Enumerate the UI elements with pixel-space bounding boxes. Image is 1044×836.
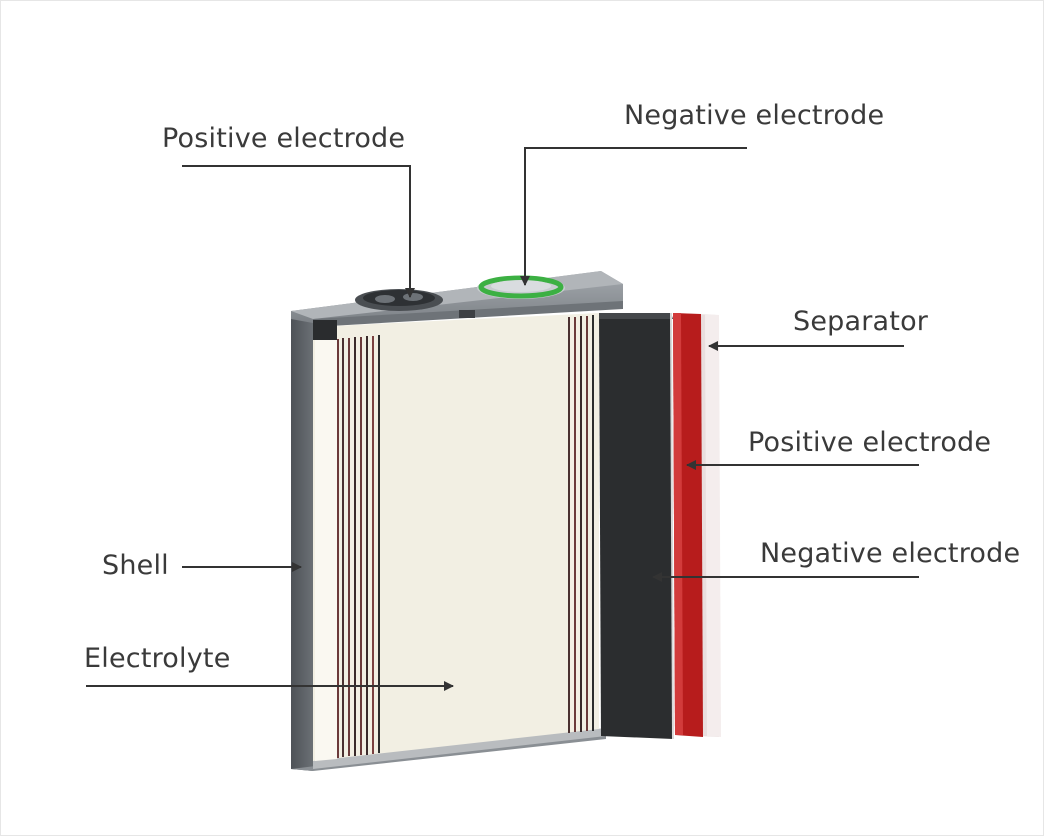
label-negative-electrode-right: Negative electrode <box>760 538 1021 569</box>
negative-electrode-sheet <box>599 312 674 740</box>
positive-terminal <box>355 289 443 311</box>
leader-lines <box>86 147 919 691</box>
right-electrode-stack <box>568 315 594 733</box>
label-electrolyte: Electrolyte <box>84 643 231 674</box>
positive-electrode-sheet <box>673 313 703 737</box>
label-shell: Shell <box>102 550 169 581</box>
leader-negative-top <box>520 147 747 286</box>
leader-positive-top <box>182 165 415 298</box>
label-negative-electrode-top: Negative electrode <box>624 100 885 131</box>
battery-shell <box>291 311 606 771</box>
negative-terminal <box>477 275 565 299</box>
label-positive-electrode-right: Positive electrode <box>748 427 992 458</box>
electrolyte-body <box>313 313 599 761</box>
label-positive-electrode-top: Positive electrode <box>162 123 406 154</box>
label-separator: Separator <box>793 306 929 337</box>
